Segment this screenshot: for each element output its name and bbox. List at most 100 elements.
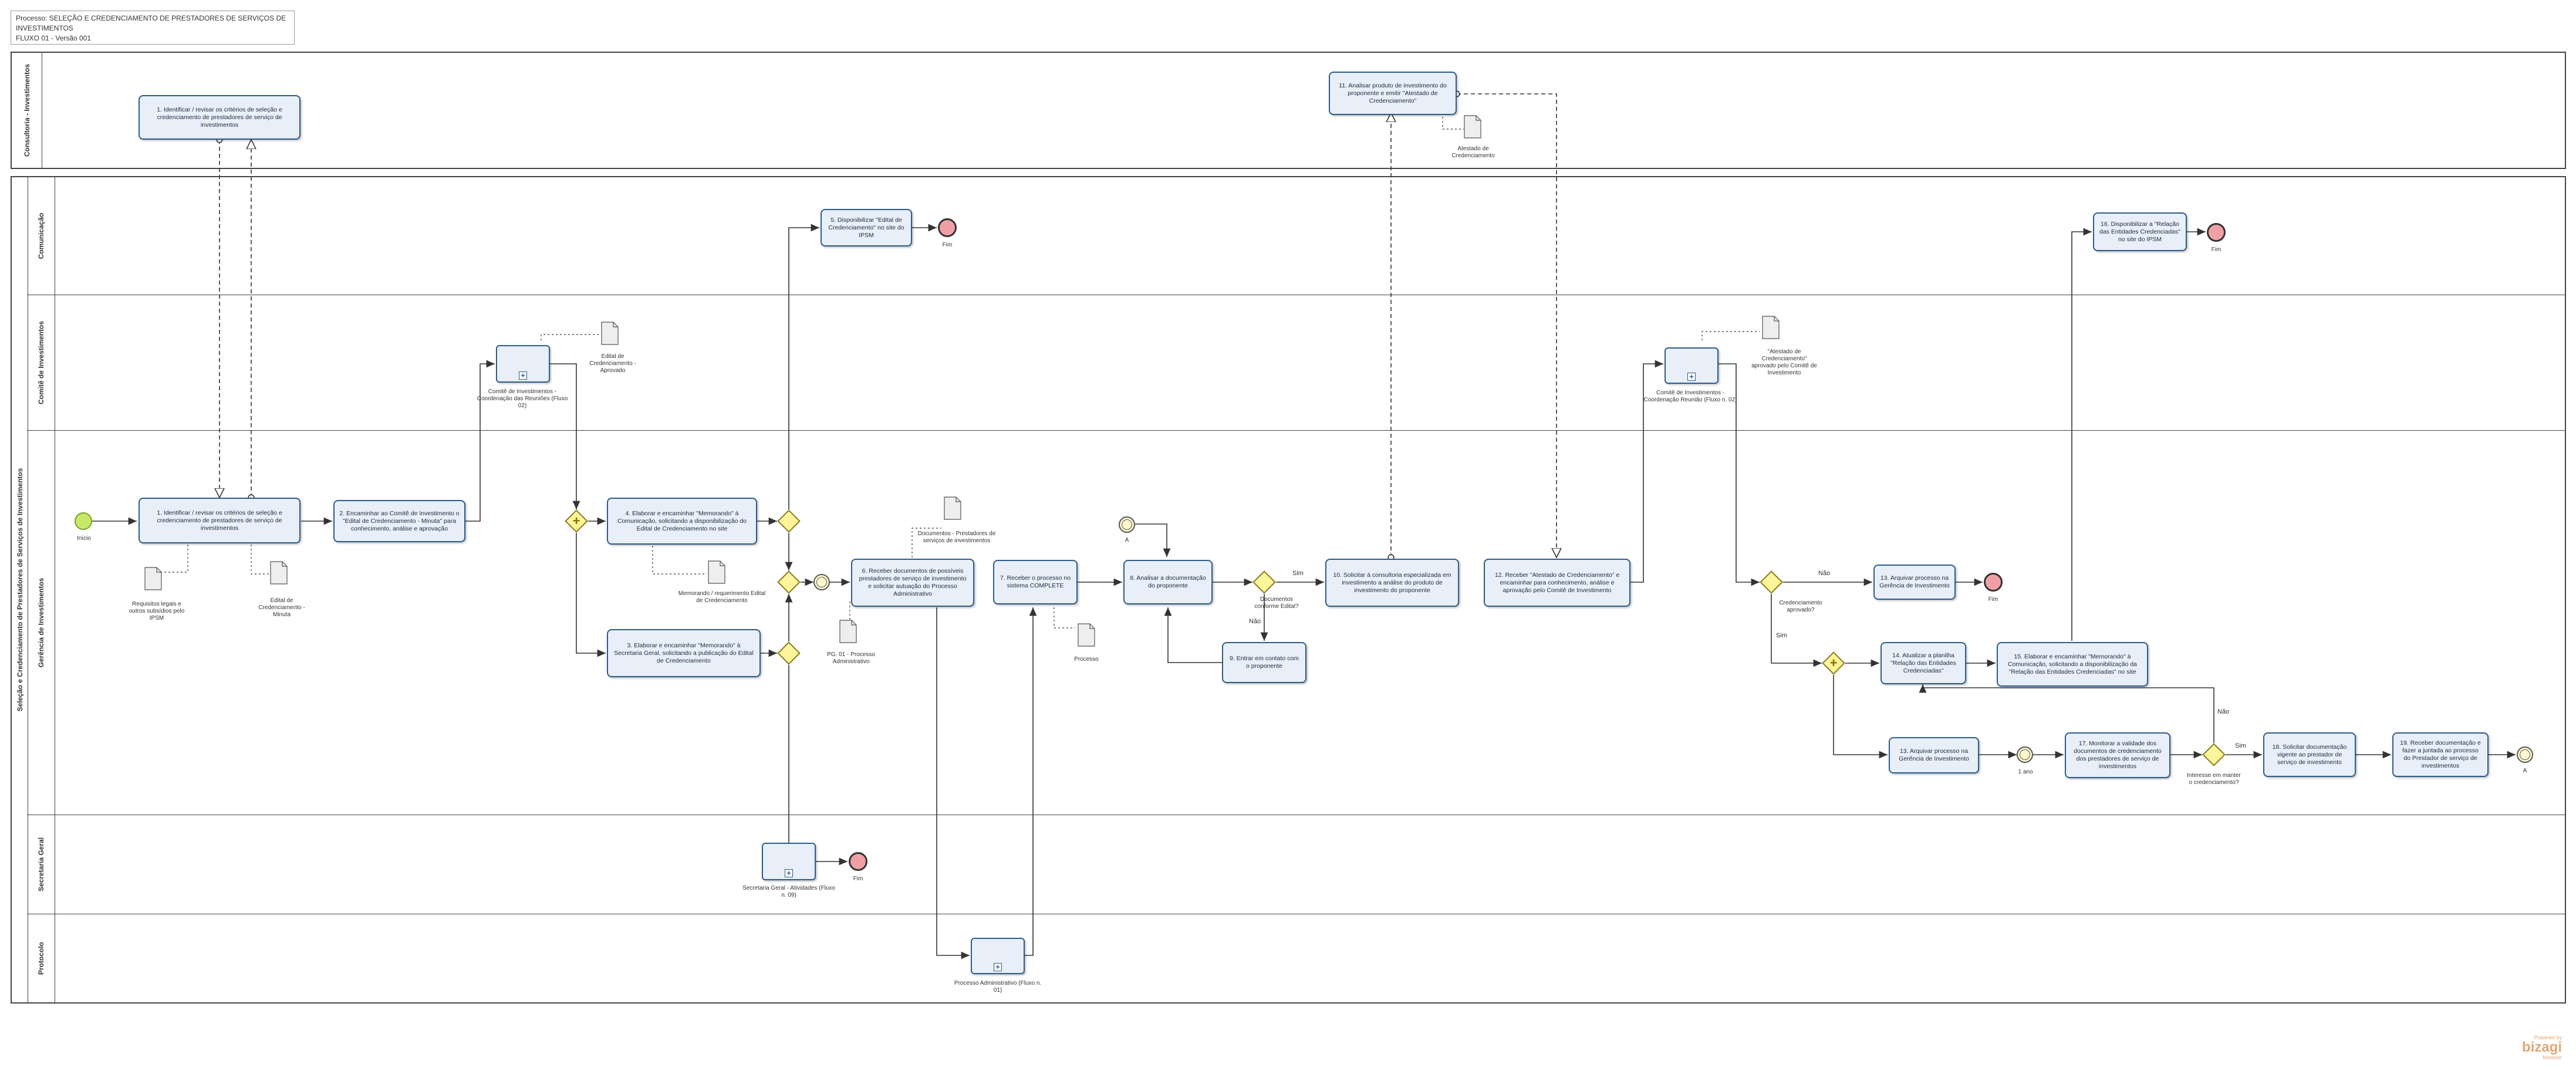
- process-header: Processo: SELEÇÃO E CREDENCIAMENTO DE PR…: [11, 11, 295, 45]
- task-19[interactable]: 19. Receber documentação e fazer a junta…: [2392, 732, 2489, 777]
- doc-pg-icon: [839, 620, 857, 643]
- task-11[interactable]: 11. Analisar produto de investimento do …: [1329, 72, 1457, 115]
- logo-sub: Modeler: [2543, 1055, 2562, 1060]
- doc-processo-caption: Processo: [1074, 656, 1099, 663]
- doc-edital-minuta-icon: [270, 561, 288, 585]
- label-sim-int: Sim: [2235, 742, 2246, 749]
- label-sim-docs: Sim: [1292, 570, 1304, 577]
- doc-processo-icon: [1078, 623, 1095, 647]
- process-version: FLUXO 01 - Versão 001: [16, 34, 92, 42]
- gateway-credenciamento: [1760, 570, 1783, 594]
- link-event-a-end: [2517, 746, 2533, 763]
- lane-gerencia: Gerência de Investimentos: [27, 431, 55, 815]
- doc-atestado-caption: Atestado de Credenciamento: [1451, 146, 1495, 159]
- doc-documentos-caption: Documentos - Prestadores de serviços de …: [917, 531, 996, 544]
- start-label: Início: [77, 535, 91, 542]
- gateway-documentos: [1252, 570, 1276, 594]
- doc-atestado-aprovado-caption: "Atestado de Credenciamento" aprovado pe…: [1751, 349, 1817, 376]
- gateway-credenciamento-label: Credenciamento aprovado?: [1779, 600, 1822, 613]
- doc-requisitos-icon: [144, 567, 162, 590]
- end-label-1: Fim: [942, 242, 953, 248]
- end-label-2: Fim: [2211, 246, 2221, 253]
- gateway-merge: [777, 570, 801, 594]
- lane-protocolo: Protocolo: [27, 914, 55, 1002]
- end-event-gerencia: [1984, 573, 2003, 592]
- doc-pg-caption: PG. 01 - Processo Administrativo: [827, 651, 875, 665]
- task-9[interactable]: 9. Entrar em contato com o proponente: [1222, 642, 1306, 683]
- task-8[interactable]: 8. Analisar a documentação do proponente: [1123, 560, 1213, 604]
- gateway-exclusive-t3: [777, 641, 801, 665]
- subprocess-comite-2-caption: Comitê de Investimentos - Coordenação Re…: [1643, 390, 1737, 403]
- pool-selecao: Seleção e Credenciamento de Prestadores …: [11, 176, 2566, 1004]
- lane-secretaria: Secretaria Geral: [27, 815, 55, 914]
- timer-event: [2017, 746, 2033, 763]
- doc-edital-aprovado-icon: [601, 322, 619, 345]
- doc-edital-minuta-caption: Edital de Credenciamento - Minuta: [258, 597, 305, 618]
- doc-edital-aprovado-caption: Edital de Credenciamento - Aprovado: [589, 353, 636, 374]
- link-event-a-start: [1119, 516, 1135, 533]
- subprocess-plus-icon: +: [994, 963, 1002, 971]
- task-17[interactable]: 17. Monitorar a validade dos documentos …: [2065, 732, 2170, 778]
- subprocess-secretaria[interactable]: +: [762, 843, 816, 880]
- lane-comite: Comitê de Investimentos: [27, 295, 55, 430]
- task-13-a[interactable]: 13. Arquivar processo na Gerência de Inv…: [1873, 565, 1956, 600]
- gateway-parallel-2: +: [1822, 651, 1845, 675]
- lane-comunicacao: Comunicação: [27, 177, 55, 295]
- pool-selecao-label-col: Seleção e Credenciamento de Prestadores …: [12, 177, 28, 1002]
- subprocess-protocolo[interactable]: +: [971, 938, 1025, 974]
- label-sim-cred: Sim: [1776, 632, 1787, 639]
- task-15[interactable]: 15. Elaborar e encaminhar "Memorando" à …: [1997, 642, 2148, 687]
- task-16[interactable]: 16. Disponibilizar a "Relação das Entida…: [2093, 212, 2187, 251]
- gateway-interesse-label: Interesse em manter o credenciamento?: [2187, 772, 2241, 786]
- task-7[interactable]: 7. Receber o processo no sistema COMPLET…: [993, 560, 1078, 604]
- task-4[interactable]: 4. Elaborar e encaminhar "Memorando" à C…: [607, 498, 757, 545]
- end-event-comunicacao-2: [2207, 223, 2226, 242]
- process-title: Processo: SELEÇÃO E CREDENCIAMENTO DE PR…: [16, 14, 286, 32]
- gateway-exclusive-t4: [777, 509, 801, 533]
- task-1-consultoria[interactable]: 1. Identificar / revisar os critérios de…: [139, 95, 301, 140]
- gateway-parallel-split: +: [565, 509, 588, 533]
- link-a-label-start: A: [1125, 537, 1129, 543]
- subprocess-comite-1-caption: Comitê de Investimentos - Coordenação da…: [477, 388, 568, 409]
- end-label-3: Fim: [1988, 596, 1998, 603]
- doc-memorando-icon: [708, 560, 725, 584]
- doc-memorando-caption: Memorando / requerimento Edital de Crede…: [678, 590, 766, 604]
- task-13-b[interactable]: 13. Arquivar processo na Gerência de Inv…: [1889, 737, 1979, 773]
- task-12[interactable]: 12. Receber "Atestado de Credenciamento"…: [1484, 559, 1630, 607]
- gateway-documentos-label: Documentos conforme Edital?: [1254, 596, 1299, 610]
- task-10[interactable]: 10. Solicitar à consultoria especializad…: [1325, 559, 1459, 607]
- subprocess-plus-icon: +: [519, 371, 527, 380]
- logo-brand: bizagi: [2521, 1039, 2562, 1055]
- end-event-secretaria: [849, 852, 867, 871]
- pool-consultoria-label-col: Consultoria - Investimentos: [12, 53, 42, 168]
- label-nao-int: Não: [2217, 708, 2229, 715]
- task-14[interactable]: 14. Atualizar a planilha "Relação das En…: [1880, 642, 1966, 684]
- bizagi-logo: Powered by bizagi Modeler: [2522, 1035, 2562, 1060]
- subprocess-plus-icon: +: [785, 869, 793, 877]
- pool-consultoria: Consultoria - Investimentos: [11, 52, 2566, 169]
- intermediate-link-event: [813, 574, 830, 590]
- lane-separator-2: [27, 430, 2565, 431]
- doc-documentos-icon: [944, 496, 961, 520]
- task-3[interactable]: 3. Elaborar e encaminhar "Memorando" à S…: [607, 629, 761, 677]
- subprocess-plus-icon: +: [1687, 373, 1696, 381]
- task-2[interactable]: 2. Encaminhar ao Comitê de Investimento …: [333, 500, 465, 542]
- subprocess-comite-2[interactable]: +: [1665, 347, 1719, 384]
- task-5[interactable]: 5. Disponibilizar "Edital de Credenciame…: [821, 209, 912, 246]
- end-event-comunicacao-1: [938, 218, 957, 237]
- gateway-interesse: [2202, 743, 2226, 766]
- doc-atestado-aprovado-icon: [1762, 316, 1780, 339]
- doc-requisitos-caption: Requisitos legais e outros subsídios pel…: [129, 601, 185, 621]
- timer-label: 1 ano: [2018, 769, 2033, 775]
- task-1-gerencia[interactable]: 1. Identificar / revisar os critérios de…: [139, 498, 301, 543]
- label-nao-cred: Não: [1818, 570, 1830, 577]
- doc-atestado-icon: [1464, 115, 1481, 138]
- subprocess-secretaria-caption: Secretaria Geral - Atividades (Fluxo n. …: [742, 885, 835, 898]
- end-label-4: Fim: [853, 876, 863, 882]
- subprocess-comite-1[interactable]: +: [496, 345, 550, 383]
- task-6[interactable]: 6. Receber documentos de possíveis prest…: [851, 559, 974, 607]
- start-event: [75, 512, 92, 530]
- logo-powered: Powered by: [2534, 1035, 2562, 1040]
- task-18[interactable]: 18. Solicitar documentação vigente ao pr…: [2263, 732, 2356, 777]
